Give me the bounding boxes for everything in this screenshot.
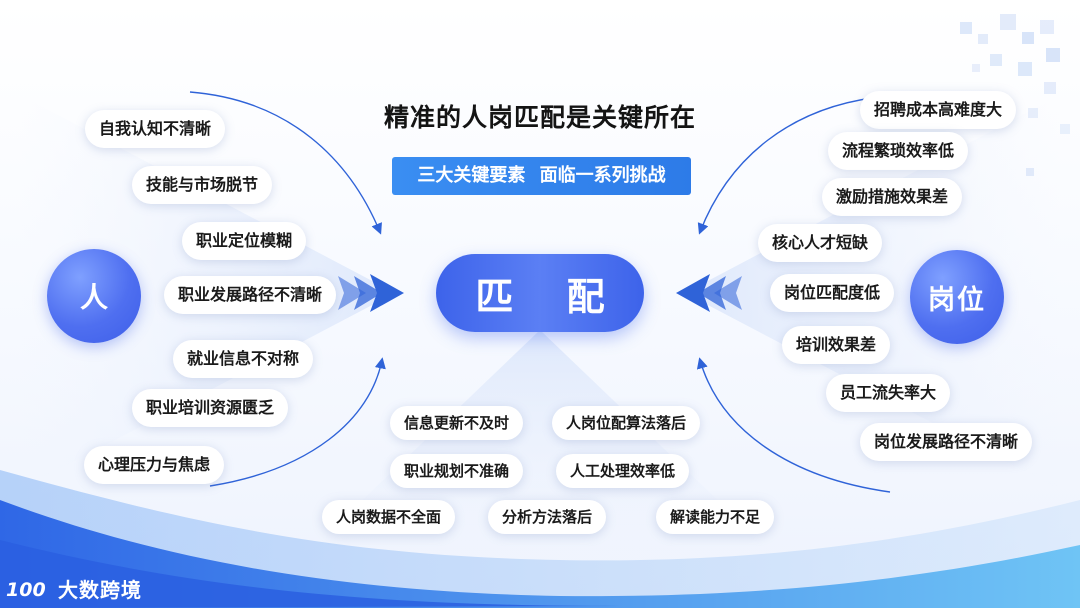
bottom-issue: 人工处理效率低 (556, 454, 689, 488)
left-issue: 就业信息不对称 (173, 340, 313, 378)
logo-text: 大数跨境 (58, 574, 142, 603)
left-issue: 自我认知不清晰 (85, 110, 225, 148)
logo-mark-icon: 100 (4, 576, 52, 602)
subtitle-banner: 三大关键要素 面临一系列挑战 (392, 157, 691, 195)
node-person: 人 (47, 249, 141, 343)
right-issue: 岗位匹配度低 (770, 274, 894, 312)
right-issue: 培训效果差 (782, 326, 890, 364)
bottom-issue: 人岗位配算法落后 (552, 406, 700, 440)
right-issue: 流程繁琐效率低 (828, 132, 968, 170)
node-position: 岗位 (910, 250, 1004, 344)
bottom-issue: 信息更新不及时 (390, 406, 523, 440)
bottom-issue: 解读能力不足 (656, 500, 774, 534)
logo-mark-text: 100 (6, 579, 46, 601)
center-match-node: 匹 配 (436, 254, 644, 332)
right-issue: 员工流失率大 (826, 374, 950, 412)
left-issue: 心理压力与焦虑 (84, 446, 224, 484)
left-issue: 职业培训资源匮乏 (132, 389, 288, 427)
page-title: 精准的人岗匹配是关键所在 (300, 98, 780, 134)
brand-logo: 100 大数跨境 (4, 574, 142, 603)
left-issue: 职业发展路径不清晰 (164, 276, 336, 314)
right-issue: 岗位发展路径不清晰 (860, 423, 1032, 461)
right-issue: 激励措施效果差 (822, 178, 962, 216)
bottom-issue: 人岗数据不全面 (322, 500, 455, 534)
left-issue: 技能与市场脱节 (132, 166, 272, 204)
bottom-issue: 职业规划不准确 (390, 454, 523, 488)
bottom-issue: 分析方法落后 (488, 500, 606, 534)
right-issue: 核心人才短缺 (758, 224, 882, 262)
left-issue: 职业定位模糊 (182, 222, 306, 260)
right-issue: 招聘成本高难度大 (860, 91, 1016, 129)
